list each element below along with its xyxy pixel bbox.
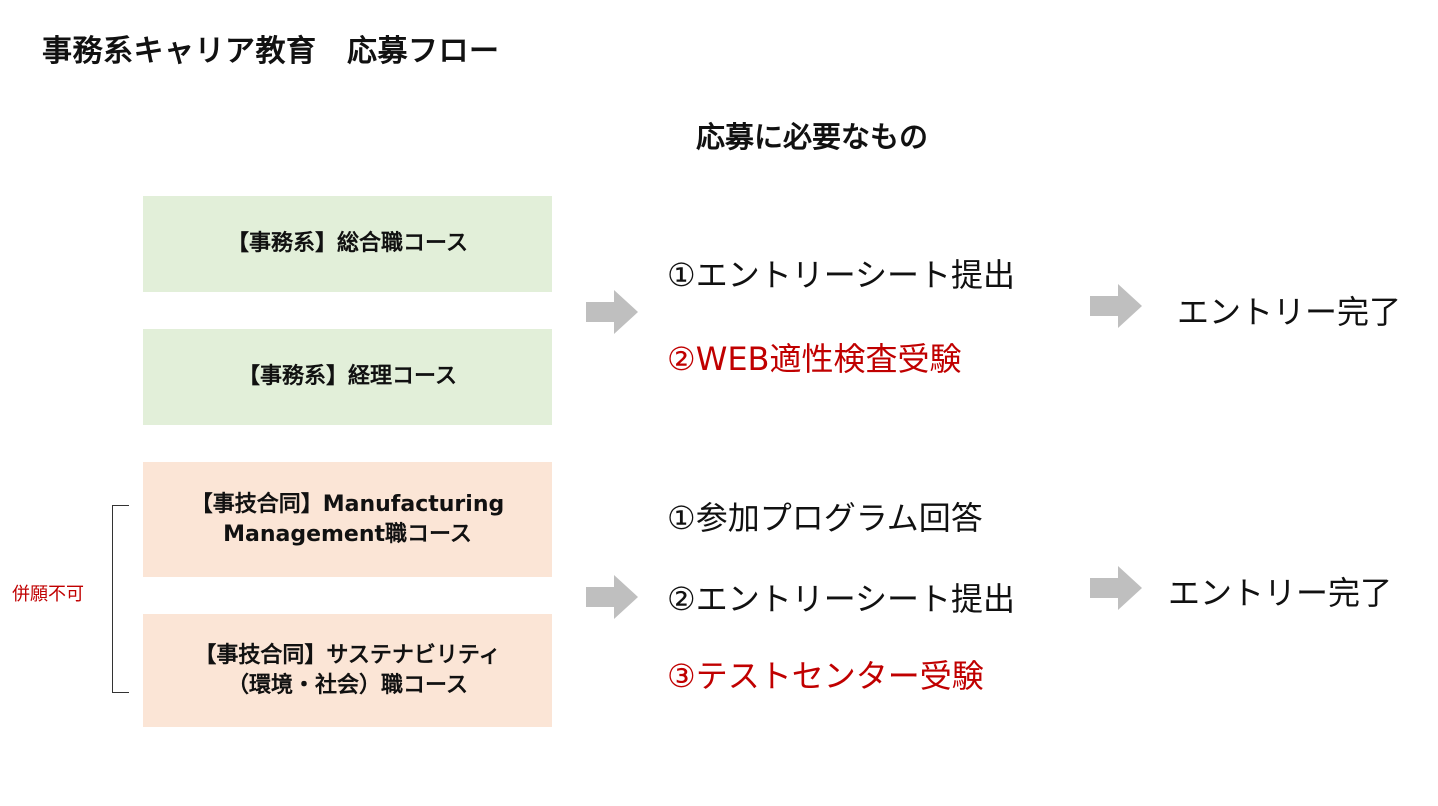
page-title: 事務系キャリア教育 応募フロー xyxy=(42,34,500,69)
step-item: ①参加プログラム回答 xyxy=(667,499,983,537)
result-label: エントリー完了 xyxy=(1168,574,1393,612)
course-box-office-accounting: 【事務系】経理コース xyxy=(143,329,552,425)
step-item: ②エントリーシート提出 xyxy=(667,580,1016,618)
result-label: エントリー完了 xyxy=(1177,293,1402,331)
step-item: ①エントリーシート提出 xyxy=(667,256,1016,294)
course-label: 【事務系】経理コース xyxy=(238,364,457,389)
course-label-line-2: （環境・社会）職コース xyxy=(227,672,468,698)
bracket xyxy=(112,505,129,693)
course-box-joint-sustainability: 【事技合同】サステナビリティ （環境・社会）職コース xyxy=(143,614,552,727)
course-label-line-1: 【事技合同】Manufacturing xyxy=(190,491,505,517)
arrow-right-icon xyxy=(586,575,638,619)
bracket-label: 併願不可 xyxy=(12,584,84,605)
course-label-line-1: 【事技合同】サステナビリティ xyxy=(194,642,501,668)
arrow-right-icon xyxy=(1090,566,1142,610)
course-box-office-general: 【事務系】総合職コース xyxy=(143,196,552,292)
arrow-right-icon xyxy=(586,290,638,334)
course-label-line-2: Management職コース xyxy=(223,521,472,547)
step-item-highlight: ③テストセンター受験 xyxy=(667,657,984,695)
requirements-heading: 応募に必要なもの xyxy=(696,120,929,154)
course-label: 【事務系】総合職コース xyxy=(227,231,468,256)
step-item-highlight: ②WEB適性検査受験 xyxy=(667,340,962,378)
arrow-right-icon xyxy=(1090,284,1142,328)
course-box-joint-manufacturing: 【事技合同】Manufacturing Management職コース xyxy=(143,462,552,577)
